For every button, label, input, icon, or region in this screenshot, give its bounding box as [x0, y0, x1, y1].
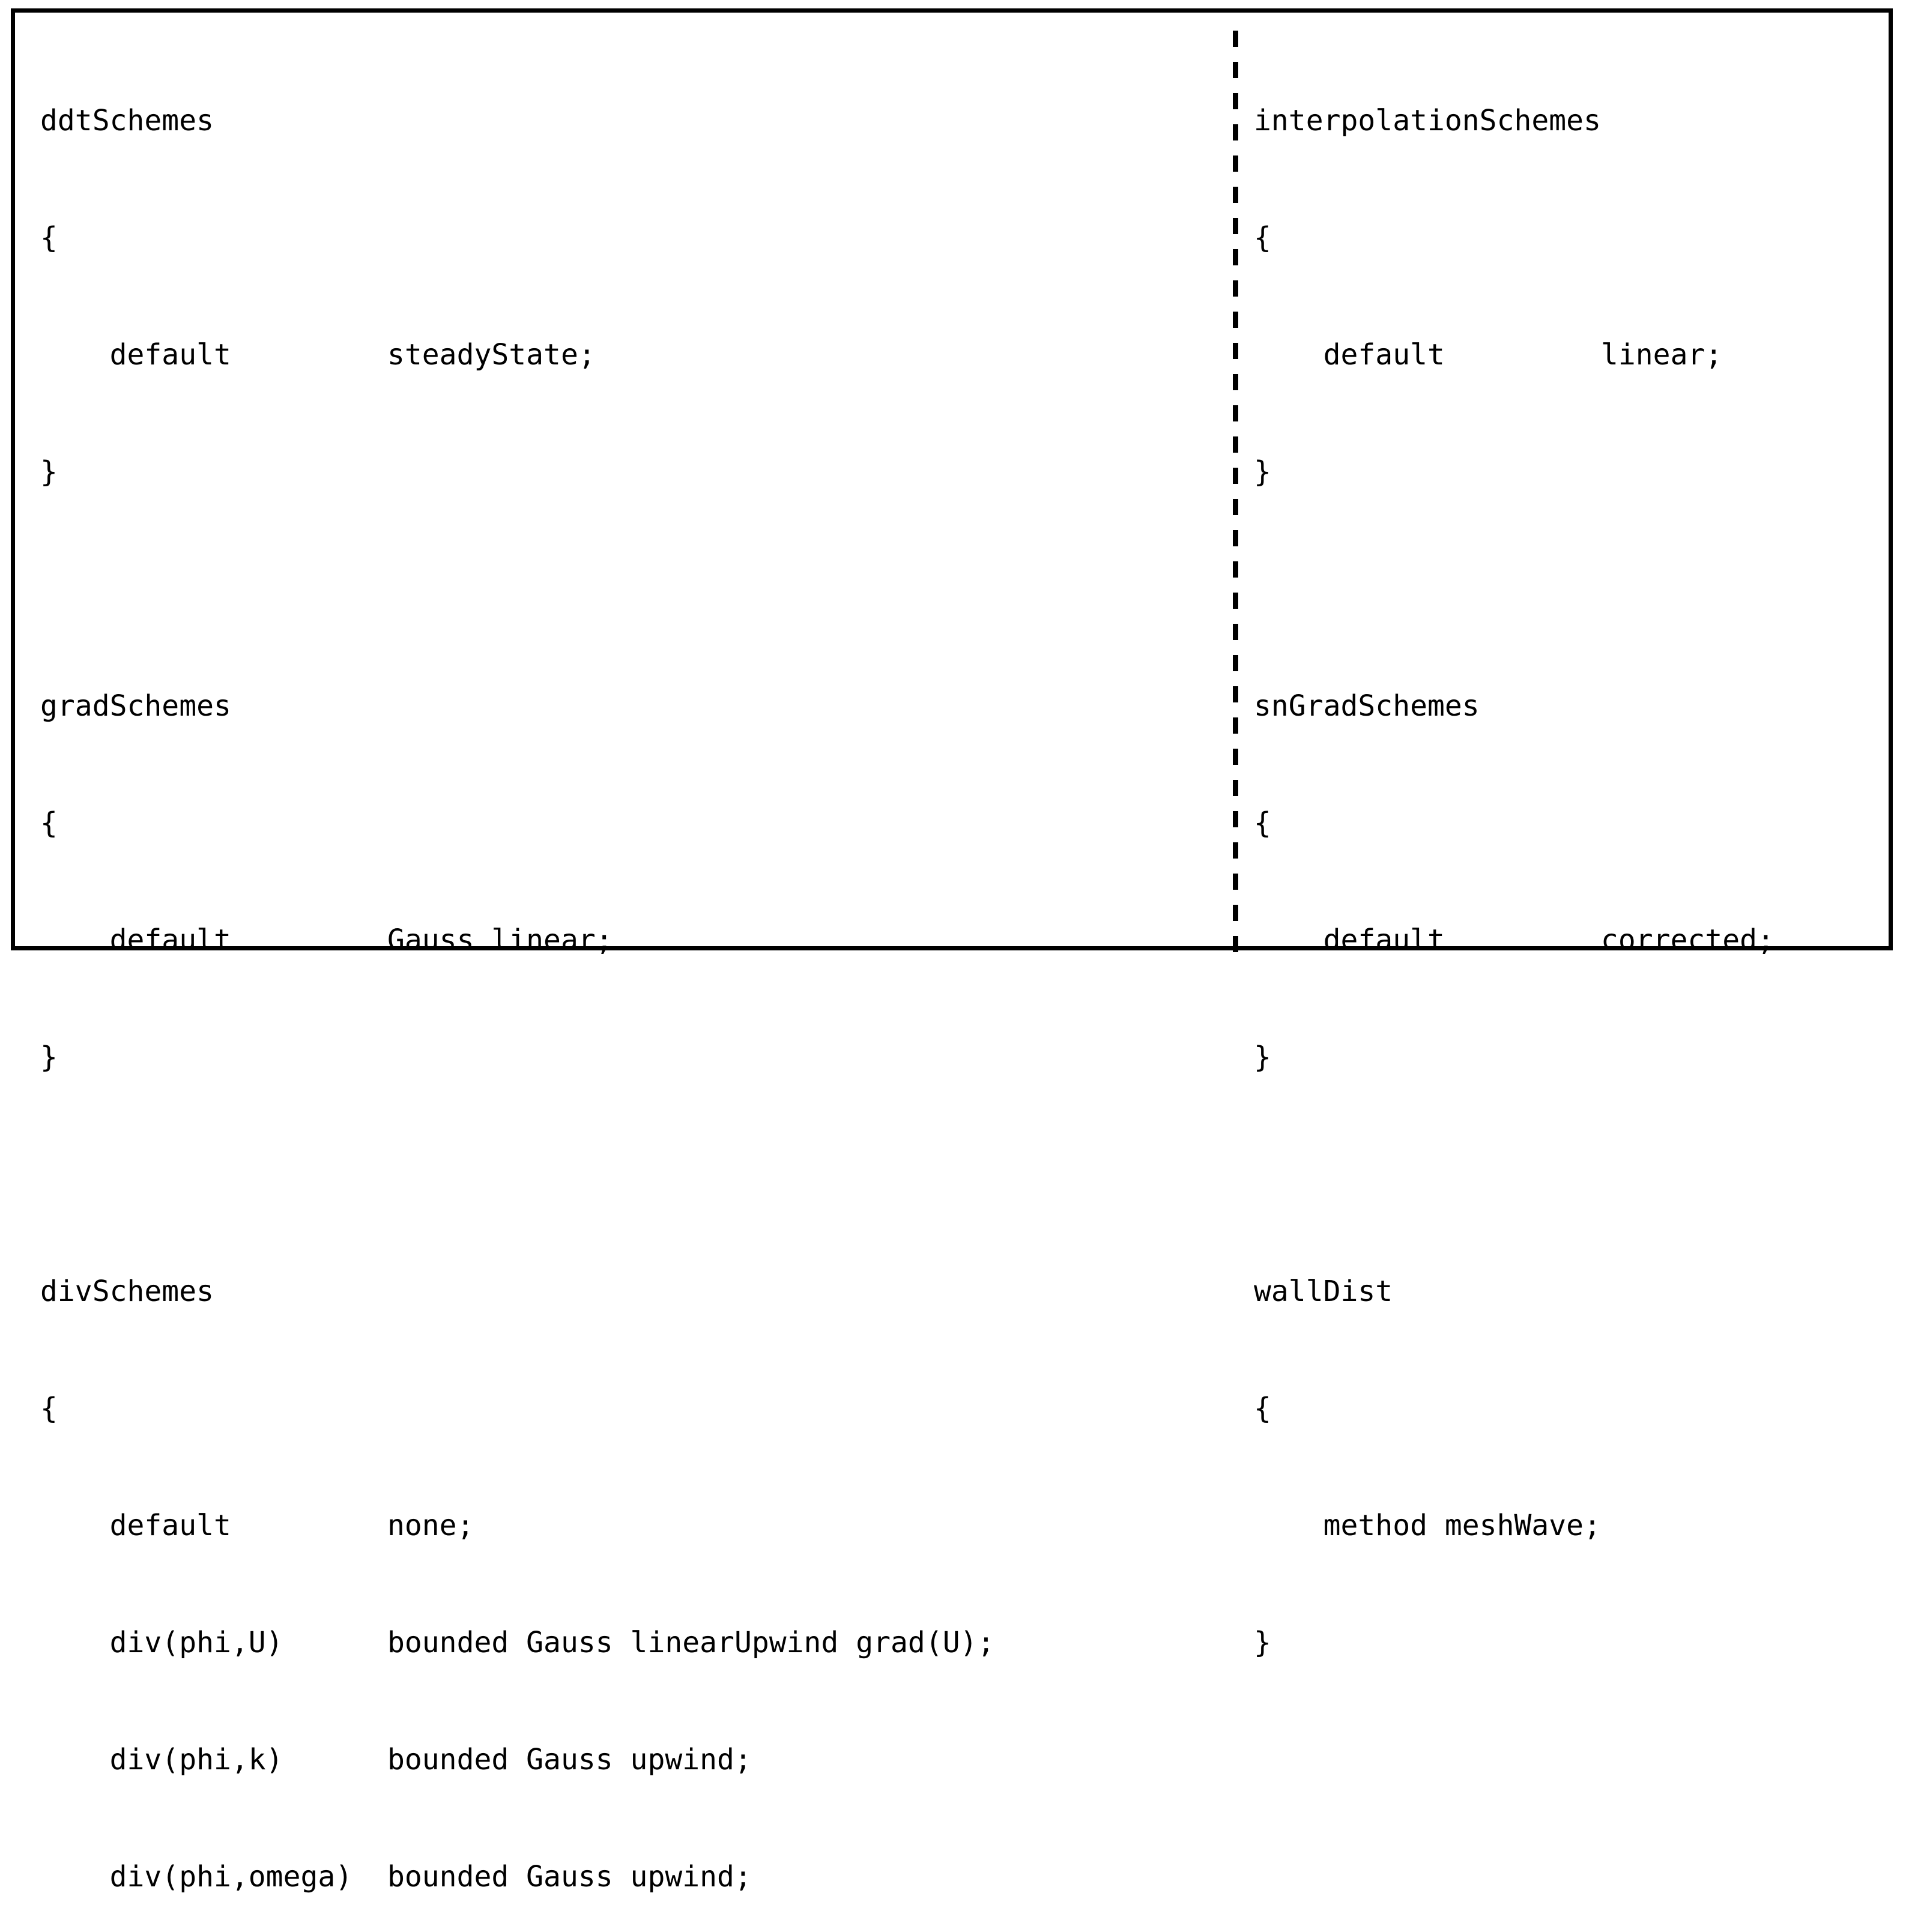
code-line: { [1254, 1392, 1271, 1425]
code-line: } [1254, 1626, 1271, 1659]
right-code-column: interpolationSchemes { default linear; }… [1254, 23, 1908, 1740]
code-line: default corrected; [1254, 923, 1774, 957]
code-line-blank [1254, 570, 1908, 609]
code-line: div(phi,U) bounded Gauss linearUpwind gr… [40, 1626, 995, 1659]
code-line: gradSchemes [40, 689, 231, 723]
code-line-blank [40, 1155, 1217, 1194]
code-line: method meshWave; [1254, 1509, 1601, 1542]
code-line-blank [1254, 1155, 1908, 1194]
code-listing-frame: ddtSchemes { default steadyState; } grad… [11, 8, 1893, 1894]
code-line: default Gauss linear; [40, 923, 613, 957]
code-line: } [1254, 455, 1271, 489]
code-line: div(phi,k) bounded Gauss upwind; [40, 1743, 752, 1777]
code-line: { [40, 1392, 58, 1425]
code-line: } [40, 1040, 58, 1074]
code-line: divSchemes [40, 1275, 214, 1308]
code-line-blank [40, 570, 1217, 609]
code-line: } [40, 455, 58, 489]
left-code-column: ddtSchemes { default steadyState; } grad… [40, 23, 1217, 1932]
column-divider [1233, 31, 1238, 955]
code-line: default steadyState; [40, 338, 596, 372]
code-line: ddtSchemes [40, 104, 214, 137]
code-line: { [40, 221, 58, 255]
code-line: interpolationSchemes [1254, 104, 1601, 137]
code-line: { [1254, 806, 1271, 840]
code-line: div(phi,omega) bounded Gauss upwind; [40, 1860, 752, 1894]
code-line: wallDist [1254, 1275, 1393, 1308]
code-line: } [1254, 1040, 1271, 1074]
code-line: default none; [40, 1509, 474, 1542]
code-line: { [1254, 221, 1271, 255]
code-line: { [40, 806, 58, 840]
code-line: default linear; [1254, 338, 1723, 372]
code-line: snGradSchemes [1254, 689, 1480, 723]
